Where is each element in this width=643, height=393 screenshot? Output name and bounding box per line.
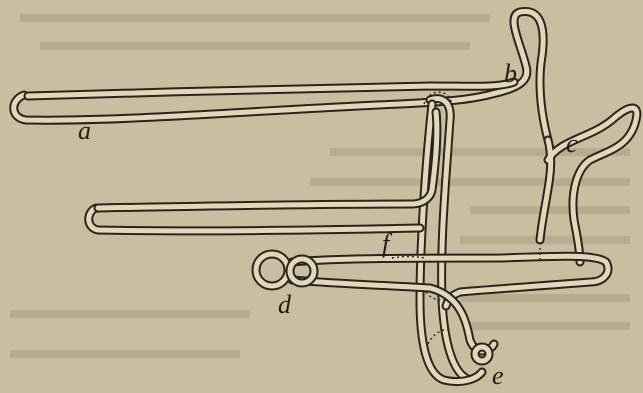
label-e: e: [492, 361, 504, 390]
label-b: b: [504, 59, 517, 88]
label-c: c: [566, 129, 578, 158]
label-f: f: [382, 229, 393, 258]
label-a: a: [78, 116, 91, 145]
label-d: d: [278, 290, 292, 319]
